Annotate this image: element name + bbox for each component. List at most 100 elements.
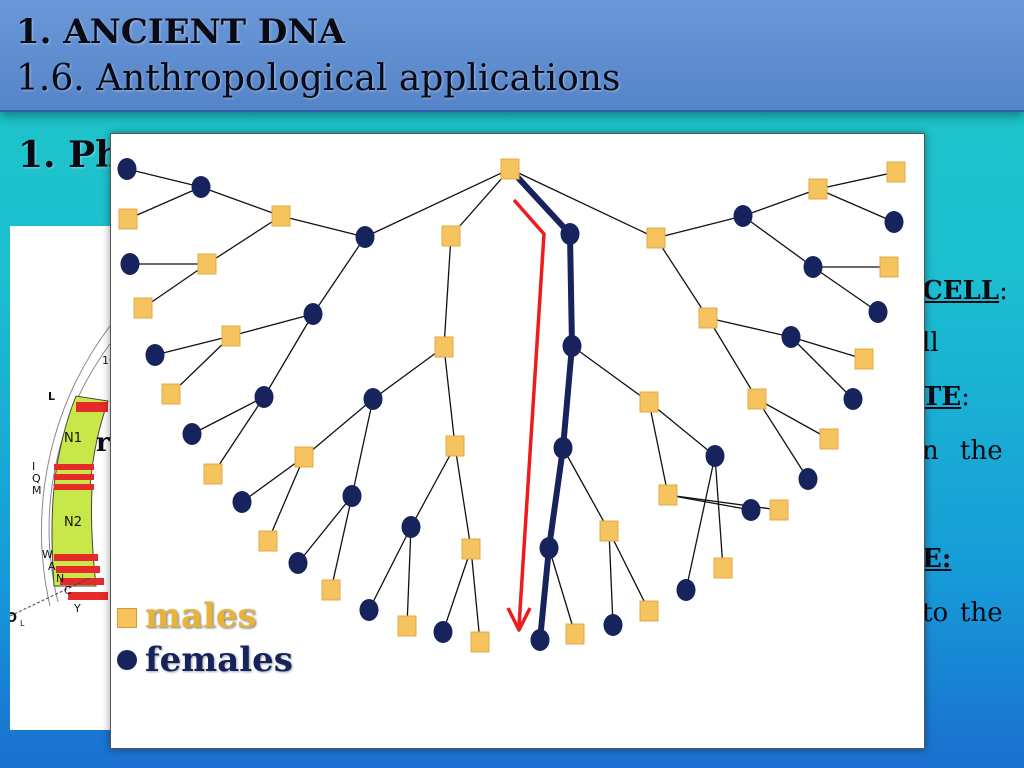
female-node — [288, 552, 308, 574]
pedigree-edge — [812, 266, 879, 313]
pedigree-edge — [817, 171, 897, 190]
pedigree-edge — [756, 398, 809, 480]
female-node — [191, 176, 211, 198]
pedigree-edge — [191, 396, 265, 435]
pedigree-edge — [655, 215, 744, 239]
pedigree-edge — [562, 447, 610, 532]
male-node — [599, 520, 619, 542]
ring-label-w: W — [42, 548, 53, 561]
female-node — [120, 253, 140, 275]
pedigree-edge — [200, 186, 282, 217]
pedigree-edge — [303, 398, 374, 458]
female-node — [676, 579, 696, 601]
male-node — [639, 600, 659, 622]
pedigree-edge — [548, 547, 576, 635]
male-node — [445, 435, 465, 457]
female-node — [342, 485, 362, 507]
ring-label-m: M — [32, 484, 42, 497]
pedigree-edge — [154, 335, 232, 356]
female-legend-circle — [117, 650, 137, 670]
te-term-colon: : — [961, 382, 970, 412]
ring-label-l: L — [48, 390, 55, 403]
ring-label-n2: N2 — [64, 515, 82, 530]
pedigree-diagram: males females — [110, 133, 925, 749]
text-fragment-the-1: the — [960, 436, 1003, 466]
pedigree-edge — [170, 335, 232, 395]
male-node — [441, 225, 461, 247]
pedigree-edge — [212, 396, 265, 475]
pedigree-edge — [368, 526, 412, 611]
pedigree-edge — [655, 237, 709, 319]
male-node — [321, 579, 341, 601]
pedigree-edge — [756, 398, 830, 440]
ring-label-a: A — [48, 560, 56, 573]
maternal-lineage-line — [507, 166, 575, 641]
pedigree-edge — [206, 215, 282, 265]
male-node — [221, 325, 241, 347]
origin-label: O — [10, 611, 17, 626]
ring-label-y: Y — [73, 602, 81, 615]
mtdna-map-figure: L N1 I Q M N2 W A N C Y 10 O L — [10, 226, 120, 730]
ring-label-q: Q — [32, 472, 41, 485]
male-node — [886, 161, 906, 183]
pedigree-edges — [126, 168, 897, 643]
pedigree-edge — [297, 495, 353, 564]
title-bar: 1. ANCIENT DNA 1.6. Anthropological appl… — [0, 0, 1024, 112]
pedigree-edge — [707, 317, 792, 338]
female-node — [359, 599, 379, 621]
female-node — [145, 344, 165, 366]
pedigree-edge — [263, 313, 314, 398]
female-node — [705, 445, 725, 467]
male-node — [698, 307, 718, 329]
female-node — [254, 386, 274, 408]
pedigree-edge — [406, 526, 412, 627]
slide-subtitle: 1.6. Anthropological applications — [16, 58, 621, 99]
female-node — [868, 301, 888, 323]
female-node — [401, 516, 421, 538]
pedigree-edge — [571, 345, 650, 403]
female-node — [363, 388, 383, 410]
ring-label-c: C — [64, 584, 72, 597]
female-node — [741, 499, 761, 521]
pedigree-edge — [241, 456, 305, 503]
pedigree-edge — [667, 494, 780, 511]
female-node — [553, 437, 573, 459]
female-node — [182, 423, 202, 445]
female-node — [733, 205, 753, 227]
pedigree-edge — [443, 235, 452, 348]
pedigree-edge — [127, 186, 202, 220]
text-fragment-the-2: the — [960, 598, 1003, 628]
text-fragment-to: to — [922, 598, 949, 628]
pedigree-edge — [312, 236, 366, 315]
male-node — [258, 530, 278, 552]
hidden-text-fragment: r — [96, 428, 110, 458]
male-node — [500, 158, 520, 180]
pedigree-edge — [372, 346, 445, 400]
pedigree-edge — [280, 215, 366, 238]
male-node — [133, 297, 153, 319]
pedigree-edge — [450, 168, 511, 237]
ring-label-n1: N1 — [64, 431, 82, 446]
male-node — [271, 205, 291, 227]
female-node — [562, 335, 582, 357]
male-node — [658, 484, 678, 506]
slide-title: 1. ANCIENT DNA — [16, 12, 345, 52]
e-term-label: E: — [922, 544, 952, 574]
pedigree-edge — [608, 530, 650, 612]
cell-term-colon: : — [999, 276, 1008, 306]
female-node — [530, 629, 550, 651]
pedigree-tree — [117, 158, 906, 653]
text-fragment-n: n — [922, 436, 939, 466]
male-node — [118, 208, 138, 230]
pedigree-edge — [790, 336, 865, 360]
cell-term: CELL: — [922, 276, 1008, 306]
pedigree-edge — [742, 188, 819, 217]
pedigree-edge — [648, 401, 716, 457]
pedigree-edge — [351, 398, 374, 497]
pedigree-edge — [648, 401, 669, 496]
pedigree-edge — [790, 336, 854, 400]
pedigree-edge — [410, 445, 456, 528]
te-term-label: TE — [922, 382, 962, 412]
legend-males: males — [145, 596, 257, 636]
text-fragment-ll: ll — [922, 328, 939, 358]
